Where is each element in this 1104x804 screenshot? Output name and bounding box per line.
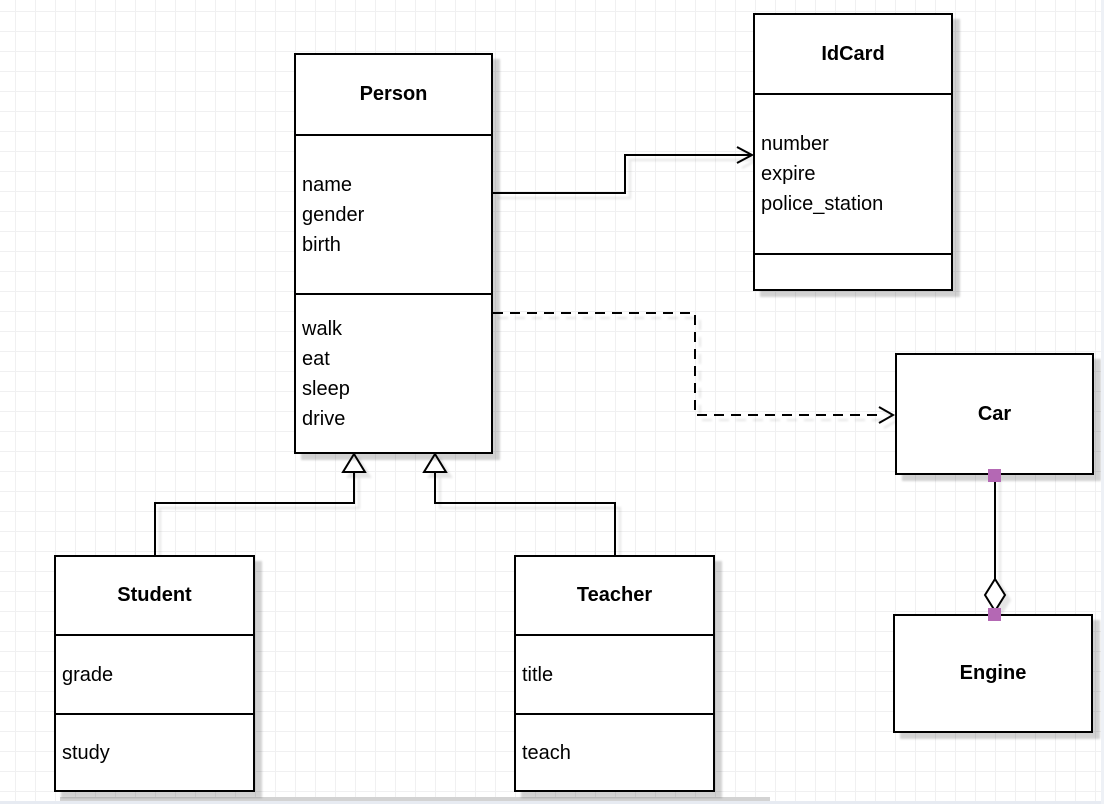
- open-arrowhead-icon: [736, 146, 755, 164]
- method: study: [62, 741, 110, 764]
- class-person-attributes: name gender birth: [296, 134, 491, 293]
- class-idcard-attributes: number expire police_station: [755, 93, 951, 253]
- attribute: birth: [302, 233, 341, 256]
- attribute: expire: [761, 163, 816, 185]
- connection-endpoint-marker[interactable]: [988, 608, 1001, 621]
- method: teach: [522, 741, 571, 764]
- method: sleep: [302, 377, 350, 400]
- method: eat: [302, 347, 330, 370]
- edge-student-person-generalization[interactable]: [154, 452, 367, 555]
- attribute: grade: [62, 663, 114, 686]
- open-arrowhead-icon: [878, 406, 896, 424]
- method: drive: [302, 407, 346, 430]
- class-person[interactable]: Person name gender birth walk eat sleep …: [294, 53, 493, 454]
- class-student-methods: study: [56, 713, 253, 790]
- method: walk: [302, 317, 343, 340]
- class-teacher-attributes: title: [516, 634, 713, 713]
- edge-teacher-person-generalization[interactable]: [422, 452, 616, 555]
- class-engine[interactable]: Engine: [893, 614, 1093, 733]
- attribute: title: [522, 663, 554, 686]
- hollow-triangle-icon: [422, 452, 448, 473]
- class-student[interactable]: Student grade study: [54, 555, 255, 792]
- edge-person-idcard-association[interactable]: [493, 146, 755, 194]
- class-engine-title: Engine: [959, 662, 1027, 684]
- class-idcard-methods: [755, 253, 951, 289]
- class-person-title: Person: [359, 83, 428, 105]
- class-car-title: Car: [977, 402, 1012, 425]
- window-edge-bottom: [0, 801, 1104, 804]
- attribute: number: [761, 133, 829, 155]
- class-teacher[interactable]: Teacher title teach: [514, 555, 715, 792]
- class-person-methods: walk eat sleep drive: [296, 293, 491, 452]
- attribute: gender: [302, 203, 365, 226]
- edge-person-car-dependency[interactable]: [493, 312, 896, 424]
- window-edge-right: [1101, 0, 1104, 804]
- class-teacher-title: Teacher: [576, 584, 653, 606]
- class-idcard[interactable]: IdCard number expire police_station: [753, 13, 953, 291]
- hollow-triangle-icon: [341, 452, 367, 473]
- connection-endpoint-marker[interactable]: [988, 469, 1001, 482]
- bottom-shadow-strip: [60, 797, 770, 804]
- attribute: name: [302, 173, 353, 196]
- class-car[interactable]: Car: [895, 353, 1094, 475]
- class-teacher-methods: teach: [516, 713, 713, 790]
- class-student-attributes: grade: [56, 634, 253, 713]
- class-student-title: Student: [117, 584, 192, 606]
- class-idcard-title: IdCard: [821, 42, 885, 65]
- attribute: police_station: [761, 193, 884, 215]
